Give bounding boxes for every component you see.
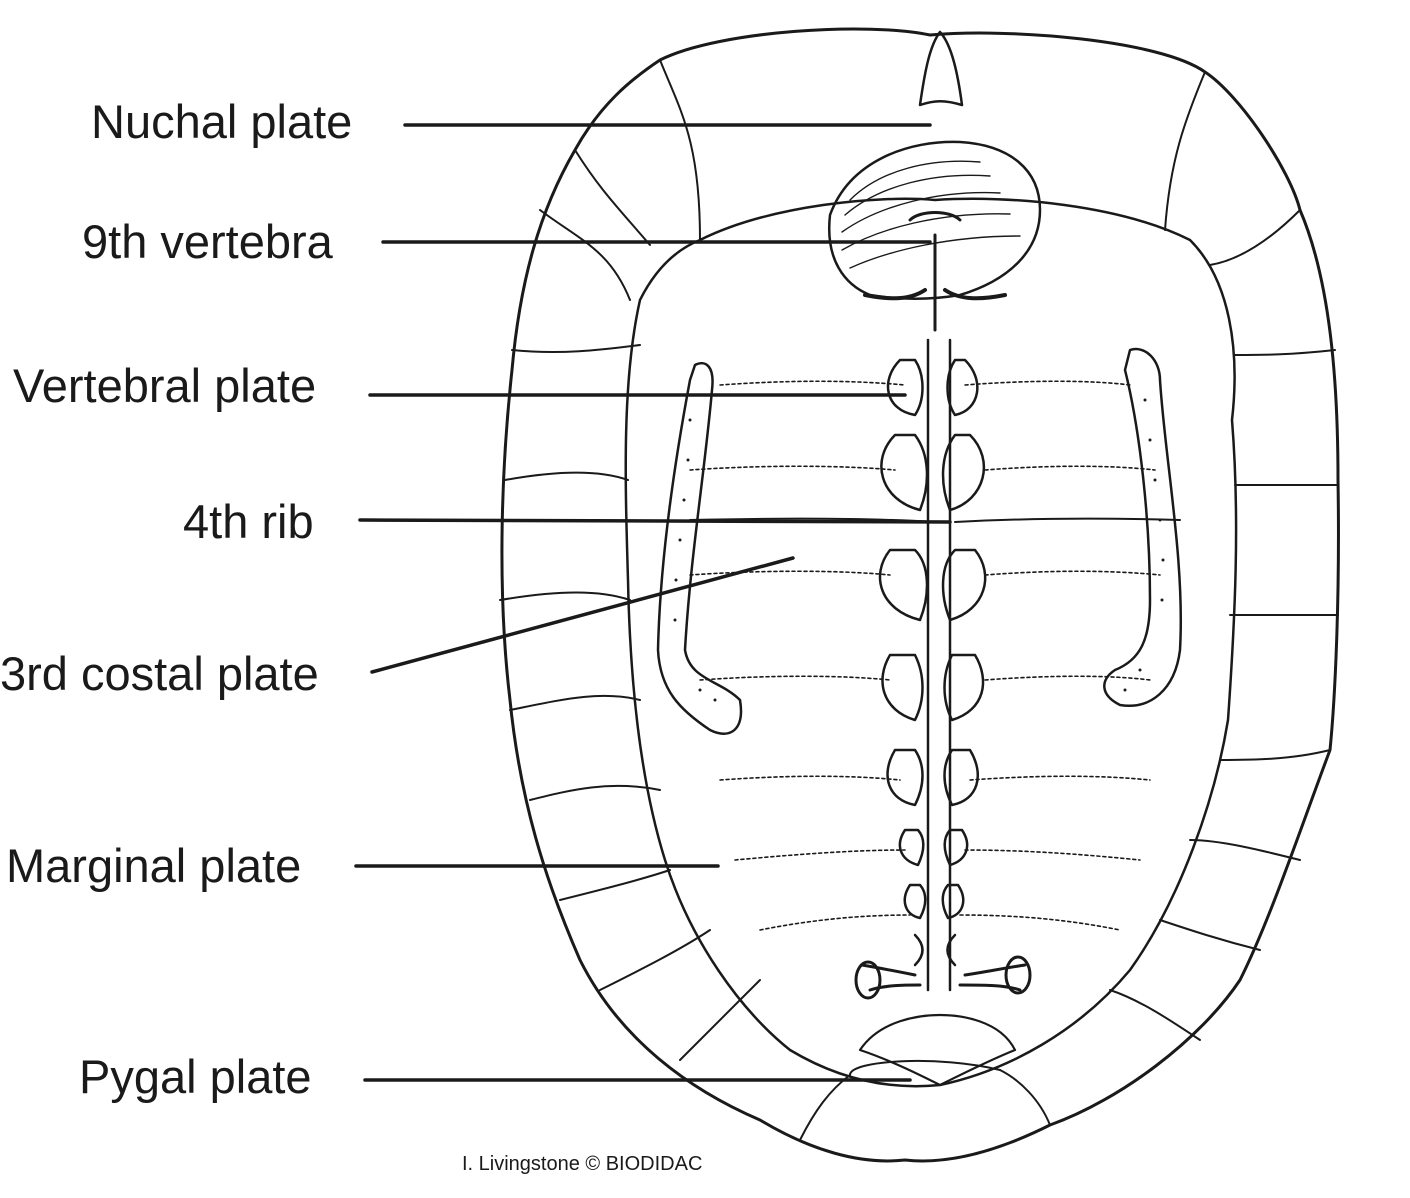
pygal-region (858, 1013, 1017, 1087)
right-bridge (1103, 347, 1183, 707)
fourth-rib-leader (358, 518, 952, 524)
label-fourth-rib: 4th rib (183, 495, 314, 548)
ninth-vertebra-ridges (841, 160, 1021, 269)
label-marginal-plate: Marginal plate (6, 839, 302, 892)
costal-plates (689, 380, 1161, 931)
left-ilium (854, 960, 882, 1000)
label-third-costal-plate: 3rd costal plate (0, 647, 319, 700)
vertebral-column (926, 338, 952, 992)
nuchal-notch (918, 30, 964, 107)
carapace-outline (500, 27, 1340, 1163)
credit-line: I. Livingstone © BIODIDAC (462, 1153, 703, 1175)
leader-lines (354, 123, 952, 1082)
marginal-border (624, 197, 1238, 1088)
third-costal-plate-leader (370, 556, 795, 674)
label-nuchal-plate: Nuchal plate (91, 95, 353, 148)
pelvic-girdle (860, 963, 1027, 992)
bridge-stipple (673, 398, 1165, 702)
label-vertebral-plate: Vertebral plate (13, 359, 317, 412)
neural-plates (878, 358, 987, 967)
ninth-vertebra-arch (908, 211, 962, 332)
right-ilium (1004, 955, 1032, 995)
label-pygal-plate: Pygal plate (79, 1050, 312, 1103)
label-ninth-vertebra: 9th vertebra (82, 215, 333, 268)
left-bridge (656, 362, 743, 735)
